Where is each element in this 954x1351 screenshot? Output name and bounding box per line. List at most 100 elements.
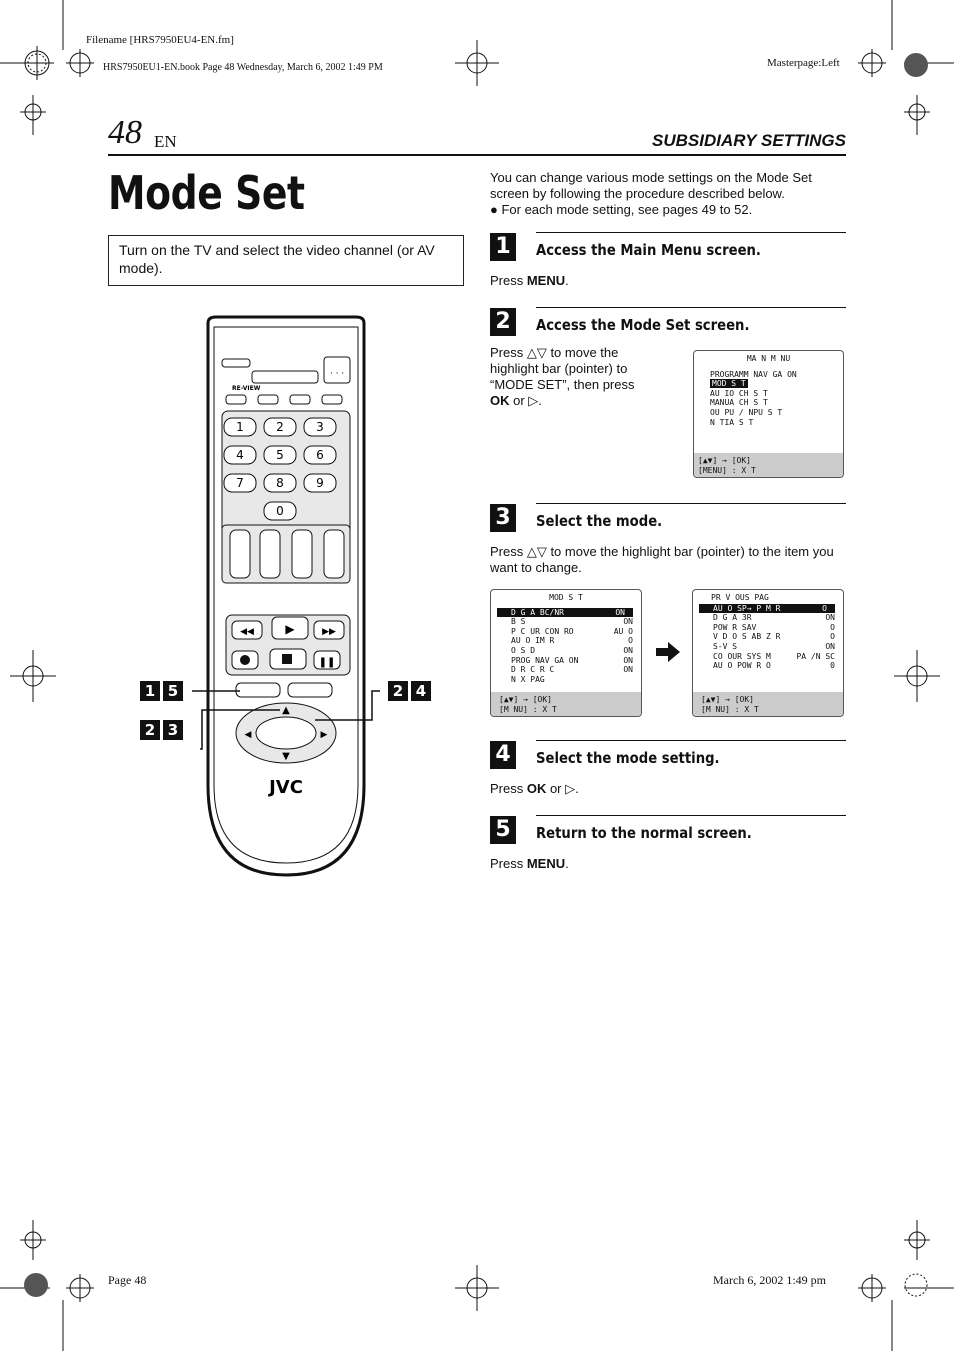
step-3-title: Select the mode. xyxy=(536,512,663,530)
main-menu-item: PROGRAMM NAV GA ON xyxy=(710,369,797,379)
svg-text:RE-VIEW: RE-VIEW xyxy=(232,385,261,392)
digit-label: 5 xyxy=(276,448,284,462)
page-title: Mode Set xyxy=(108,166,305,220)
digit-label: 4 xyxy=(236,448,244,462)
digit-key xyxy=(263,417,297,437)
mode-set-2-footer-nav: [▲▼] → [OK] xyxy=(701,695,754,704)
digit-key xyxy=(223,417,257,437)
digit-label: 2 xyxy=(276,420,284,434)
digit-key xyxy=(263,445,297,465)
digit-label: 8 xyxy=(276,476,284,490)
mode-set-1-row: N X PAG xyxy=(511,674,545,684)
digit-key xyxy=(263,501,297,521)
menu-key: MENU xyxy=(526,273,566,288)
page-header: 48 EN SUBSIDIARY SETTINGS xyxy=(108,112,846,156)
right-arrow-icon xyxy=(656,642,680,662)
step-2-title: Access the Mode Set screen. xyxy=(536,316,750,334)
step-4-number: 4 xyxy=(490,741,516,769)
digit-key xyxy=(303,417,337,437)
digit-key xyxy=(223,445,257,465)
svg-text:▼: ▼ xyxy=(282,751,290,762)
callout-step-2-3: 2 3 xyxy=(140,720,183,740)
step-3-text: Press △▽ to move the highlight bar (poin… xyxy=(490,544,834,575)
filename-label: Filename [HRS7950EU4-EN.fm] xyxy=(86,34,234,46)
digit-label: 3 xyxy=(316,420,324,434)
remote-callouts xyxy=(192,690,380,750)
step-1-number: 1 xyxy=(490,233,516,261)
svg-text:◀◀: ◀◀ xyxy=(240,627,254,637)
svg-text:❚❚: ❚❚ xyxy=(319,657,336,668)
callout-label: 2 xyxy=(388,681,408,701)
menu-key: MENU xyxy=(526,856,566,871)
mode-set-2-title: PR V OUS PAG xyxy=(711,593,769,602)
intro-bullet: ● For each mode setting, see pages 49 to… xyxy=(490,202,753,217)
digit-key xyxy=(303,445,337,465)
step-5-number: 5 xyxy=(490,816,516,844)
step-3-number: 3 xyxy=(490,504,516,532)
svg-text:◀: ◀ xyxy=(245,730,252,740)
callout-step-1-5: 1 5 xyxy=(140,681,183,701)
ok-key: OK xyxy=(490,393,510,408)
step-5-title: Return to the normal screen. xyxy=(536,824,752,842)
mode-set-1-footer-nav: [▲▼] → [OK] xyxy=(499,695,552,704)
svg-text:JVC: JVC xyxy=(267,777,303,798)
digit-label: 0 xyxy=(276,504,284,518)
mode-set-2-footer: [▲▼] → [OK] [M NU] : X T xyxy=(693,692,843,716)
digit-label: 1 xyxy=(236,420,244,434)
digit-key xyxy=(223,473,257,493)
mode-set-1-footer: [▲▼] → [OK] [M NU] : X T xyxy=(491,692,641,716)
main-menu-footer-exit: [MENU] : X T xyxy=(698,465,756,475)
digit-label: 7 xyxy=(236,476,244,490)
step-1-title: Access the Main Menu screen. xyxy=(536,241,761,259)
callout-step-2-4: 2 4 xyxy=(388,681,431,701)
svg-text:▲: ▲ xyxy=(282,705,290,716)
book-info-label: HRS7950EU1-EN.book Page 48 Wednesday, Ma… xyxy=(103,62,383,73)
footer-page: Page 48 xyxy=(108,1273,147,1287)
main-menu-item: OU PU / NPU S T xyxy=(710,407,783,417)
section-title: SUBSIDIARY SETTINGS xyxy=(652,131,846,150)
svg-text:· · ·: · · · xyxy=(330,369,344,379)
svg-text:▶: ▶ xyxy=(285,622,295,636)
main-menu-footer: [▲▼] → [OK] [MENU] : X T xyxy=(694,453,843,477)
main-menu-item: AU IO CH S T xyxy=(710,388,768,398)
main-menu-title: MA N M NU xyxy=(746,354,791,363)
step-5-text: Press MENU. xyxy=(490,856,569,871)
mode-set-2-footer-exit: [M NU] : X T xyxy=(701,704,759,714)
callout-label: 1 xyxy=(140,681,160,701)
callout-label: 2 xyxy=(140,720,160,740)
page-number: 48 xyxy=(108,114,142,151)
ok-key: OK xyxy=(526,781,547,796)
digit-label: 9 xyxy=(316,476,324,490)
intro-box: Turn on the TV and select the video chan… xyxy=(108,235,464,286)
digit-label: 6 xyxy=(316,448,324,462)
step-1-text: Press MENU. xyxy=(490,273,569,288)
main-menu-item: MANUA CH S T xyxy=(710,398,768,408)
step-4-text: Press OK or ▷. xyxy=(490,781,579,796)
mode-set-1-footer-exit: [M NU] : X T xyxy=(499,704,557,714)
mode-set-1-title: MOD S T xyxy=(549,593,583,602)
main-menu-item: MOD S T xyxy=(710,379,748,389)
digit-key xyxy=(263,473,297,493)
